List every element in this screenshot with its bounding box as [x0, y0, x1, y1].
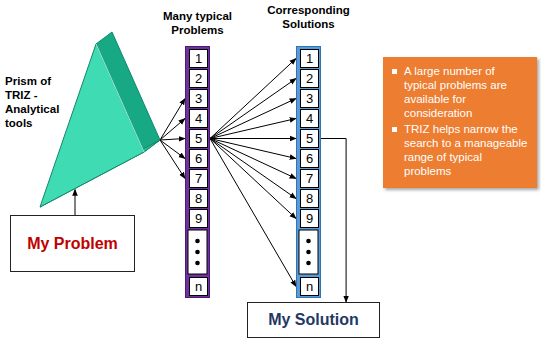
note-box: A large number of typical problems are a… — [383, 57, 537, 188]
connector-arrow — [160, 140, 185, 159]
cell-number: 1 — [306, 51, 313, 66]
connector-arrow — [210, 139, 296, 159]
connector-arrow — [210, 119, 296, 139]
list-cell: 4 — [300, 109, 319, 128]
list-cell: 6 — [189, 149, 208, 168]
connector-arrow — [210, 139, 296, 199]
connector-arrow — [210, 138, 296, 139]
bullet-square — [392, 69, 397, 74]
connector-arrow — [210, 59, 296, 139]
bullet-item: TRIZ helps narrow the search to a manage… — [391, 122, 529, 178]
column-heading: Corresponding Solutions — [251, 3, 366, 31]
ellipsis-dot — [195, 250, 200, 255]
problem-box: My Problem — [10, 215, 135, 272]
list-cell: 2 — [300, 69, 319, 88]
cell-number: 8 — [306, 191, 313, 206]
ellipsis-dot — [195, 239, 200, 244]
bullet-text: TRIZ helps narrow the search to a manage… — [404, 123, 527, 177]
list-cell: 5 — [189, 129, 208, 148]
column-heading: Many typical Problems — [140, 9, 255, 37]
list-cell: 5 — [300, 129, 319, 148]
list-cell: 7 — [300, 169, 319, 188]
ellipsis-dot — [306, 250, 311, 255]
ellipsis-dot — [306, 261, 311, 266]
box-label: My Solution — [268, 311, 359, 329]
bullet-item: A large number of typical problems are a… — [391, 64, 529, 120]
ellipsis-dot — [195, 261, 200, 266]
solution-box: My Solution — [247, 302, 380, 338]
list-cell: 3 — [189, 89, 208, 108]
prism-edge — [96, 44, 144, 152]
cell-number: 6 — [195, 151, 202, 166]
cell-number: 6 — [306, 151, 313, 166]
cell-number: 9 — [306, 211, 313, 226]
cell-number: 1 — [195, 51, 202, 66]
cell-number: 3 — [195, 91, 202, 106]
ellipsis-dot — [306, 239, 311, 244]
cell-number: 4 — [306, 111, 313, 126]
list-cell: 8 — [189, 189, 208, 208]
cell-number: 5 — [195, 131, 202, 146]
list-cell: 9 — [300, 209, 319, 228]
solution-column: Corresponding Solutions123456789n — [296, 46, 321, 298]
list-cell: 3 — [300, 89, 319, 108]
ellipsis-cell — [188, 230, 207, 274]
cell-number: 8 — [195, 191, 202, 206]
connector-arrow — [210, 99, 296, 139]
list-cell: 6 — [300, 149, 319, 168]
connector-arrow — [321, 139, 346, 303]
cell-number: 9 — [195, 211, 202, 226]
box-label: My Problem — [27, 235, 118, 253]
cell-number: 4 — [195, 111, 202, 126]
cell-number: 5 — [306, 131, 313, 146]
connector-arrow — [160, 99, 185, 141]
list-cell: 2 — [189, 69, 208, 88]
list-cell: n — [300, 277, 319, 296]
prism-illustration: Prism of TRIZ - Analytical tools — [5, 28, 165, 218]
list-cell: n — [189, 277, 208, 296]
connector-arrow — [210, 139, 296, 287]
cell-number: 2 — [306, 71, 313, 86]
cell-number: 2 — [195, 71, 202, 86]
list-cell: 1 — [189, 49, 208, 68]
list-cell: 4 — [189, 109, 208, 128]
cell-number: 3 — [306, 91, 313, 106]
cell-number: 7 — [306, 171, 313, 186]
connector-arrow — [75, 190, 76, 216]
connector-arrow — [210, 79, 296, 139]
connector-arrow — [160, 119, 185, 141]
ellipsis-cell — [299, 230, 318, 274]
connector-arrow — [160, 140, 185, 179]
bullet-text: A large number of typical problems are a… — [404, 65, 507, 119]
list-cell: 7 — [189, 169, 208, 188]
cell-number: n — [195, 279, 202, 294]
prism-label: Prism of TRIZ - Analytical tools — [5, 74, 69, 130]
list-cell: 1 — [300, 49, 319, 68]
connector-arrow — [210, 139, 296, 219]
cell-number: n — [306, 279, 313, 294]
cell-number: 7 — [195, 171, 202, 186]
list-cell: 9 — [189, 209, 208, 228]
connector-arrow — [210, 139, 296, 179]
connector-arrow — [160, 139, 185, 141]
bullet-square — [392, 127, 397, 132]
prism-face — [40, 44, 144, 207]
list-cell: 8 — [300, 189, 319, 208]
problem-column: Many typical Problems123456789n — [185, 46, 210, 298]
